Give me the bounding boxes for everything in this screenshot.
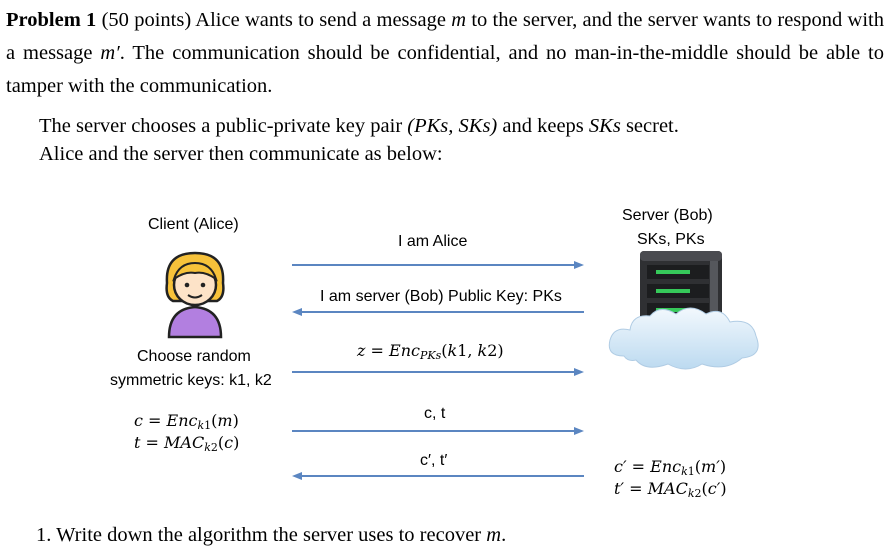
arrow-left-2 — [292, 308, 584, 316]
message-m-prime: m′ — [100, 42, 120, 64]
problem-statement: Problem 1 (50 points) Alice wants to sen… — [6, 4, 884, 103]
alice-avatar-icon — [159, 249, 231, 339]
arrow-right-3 — [292, 368, 584, 376]
question-number: 1. — [36, 524, 52, 546]
secret-key: SKs — [588, 115, 621, 137]
arrow-left-5 — [292, 472, 584, 480]
message-m: m — [451, 9, 467, 31]
message-label-3: z = EncPKs(k1, k2) — [357, 341, 504, 362]
question-text: Write down the algorithm the server uses… — [56, 524, 487, 546]
choose-keys-line-1: Choose random — [137, 348, 251, 365]
server-title: Server (Bob) — [622, 207, 713, 224]
intro-line-2: Alice and the server then communicate as… — [39, 143, 443, 165]
problem-label: Problem 1 — [6, 9, 97, 31]
message-label-5: c′, t′ — [420, 452, 448, 469]
arrow-right-4 — [292, 427, 584, 435]
question-m: m — [486, 524, 502, 546]
intro-text-c: secret. — [620, 115, 679, 137]
server-rack-cloud-icon — [606, 248, 766, 373]
server-c-formula: c′ = Enck1(m′) — [614, 457, 727, 478]
problem-text-c: . The communication should be confidenti… — [6, 42, 885, 97]
intro-paragraph: The server chooses a public-private key … — [39, 112, 859, 168]
server-keys: SKs, PKs — [637, 231, 705, 248]
server-t-formula: t′ = MACk2(c′) — [614, 479, 727, 500]
client-title: Client (Alice) — [148, 216, 239, 233]
message-label-2: I am server (Bob) Public Key: PKs — [320, 288, 562, 305]
problem-points: (50 points) — [101, 9, 192, 31]
client-t-formula: t = MACk2(c) — [134, 433, 240, 454]
intro-text-b: and keeps — [497, 115, 589, 137]
key-pair: (PKs, SKs) — [407, 115, 498, 137]
question-1: 1. Write down the algorithm the server u… — [36, 524, 506, 547]
message-label-4: c, t — [424, 405, 446, 422]
message-label-1: I am Alice — [398, 233, 468, 250]
intro-line-1: The server chooses a public-private key … — [39, 112, 859, 140]
intro-text-a: The server chooses a public-private key … — [39, 115, 408, 137]
question-end: . — [501, 524, 507, 546]
problem-text-b: to the server, and the server wants to r… — [6, 9, 885, 64]
problem-text-a: Alice wants to send a message — [195, 9, 452, 31]
choose-keys-line-2: symmetric keys: k1, k2 — [110, 372, 272, 389]
arrow-right-1 — [292, 261, 584, 269]
client-c-formula: c = Enck1(m) — [134, 411, 239, 432]
